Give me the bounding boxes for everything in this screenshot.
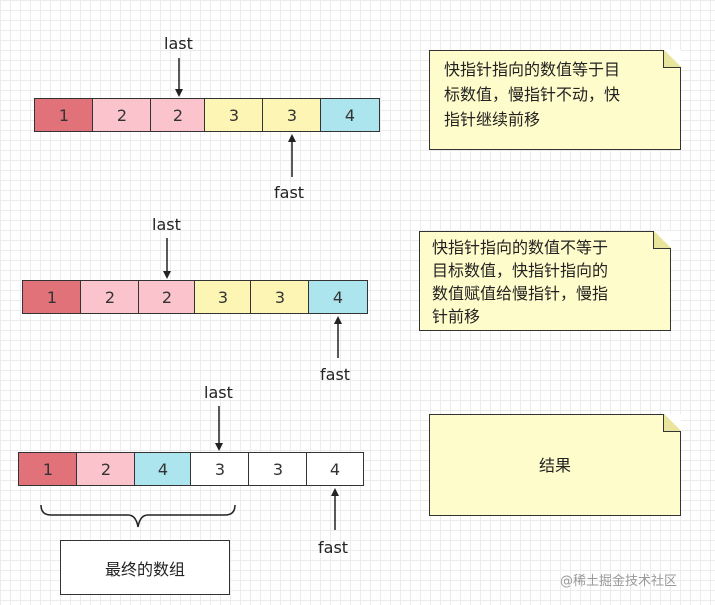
fast-pointer-label: fast (274, 183, 305, 202)
note-line: 指针继续前移 (444, 110, 541, 129)
array-cell: 2 (150, 98, 206, 132)
array-cell: 4 (308, 280, 368, 314)
final-array-label: 最终的数组 (104, 559, 185, 579)
array-cell: 4 (134, 452, 192, 486)
note-line: 快指针指向的数值等于目 (444, 60, 621, 79)
explanation-note-2: 快指针指向的数值不等于 目标数值，快指针指向的 数值赋值给慢指针，慢指 针前移 (419, 231, 671, 331)
final-array-brace (40, 504, 236, 528)
array-cell: 3 (190, 452, 250, 486)
note-line: 快指针指向的数值不等于 (432, 238, 609, 257)
array-cell: 3 (248, 452, 308, 486)
array-cell: 4 (320, 98, 380, 132)
note-line: 针前移 (432, 307, 481, 326)
fast-pointer-label: fast (318, 538, 349, 557)
last-pointer-label: last (152, 215, 181, 234)
array-cell: 2 (138, 280, 196, 314)
result-label: 结果 (538, 455, 571, 475)
array-cell: 2 (80, 280, 140, 314)
array-cell: 1 (34, 98, 94, 132)
note-fold-corner (663, 414, 681, 432)
result-note: 结果 (429, 414, 681, 516)
fast-pointer-label: fast (320, 365, 351, 384)
final-array-box: 最终的数组 (60, 540, 230, 595)
array-cell: 1 (22, 280, 82, 314)
array-cell: 1 (18, 452, 78, 486)
array-cell: 3 (262, 98, 322, 132)
note-fold-corner (663, 50, 681, 68)
watermark: @稀土掘金技术社区 (560, 574, 678, 589)
last-pointer-label: last (164, 34, 193, 53)
array-cell: 4 (306, 452, 364, 486)
array-cell: 3 (250, 280, 310, 314)
note-fold-corner (653, 231, 671, 249)
array-cell: 3 (204, 98, 264, 132)
note-line: 标数值，慢指针不动，快 (444, 85, 621, 104)
note-line: 数值赋值给慢指针，慢指 (432, 284, 609, 303)
explanation-note-1: 快指针指向的数值等于目 标数值，慢指针不动，快 指针继续前移 (429, 50, 681, 150)
array-cell: 2 (92, 98, 152, 132)
array-cell: 3 (194, 280, 252, 314)
note-line: 目标数值，快指针指向的 (432, 261, 609, 280)
last-pointer-label: last (204, 383, 233, 402)
array-cell: 2 (76, 452, 136, 486)
